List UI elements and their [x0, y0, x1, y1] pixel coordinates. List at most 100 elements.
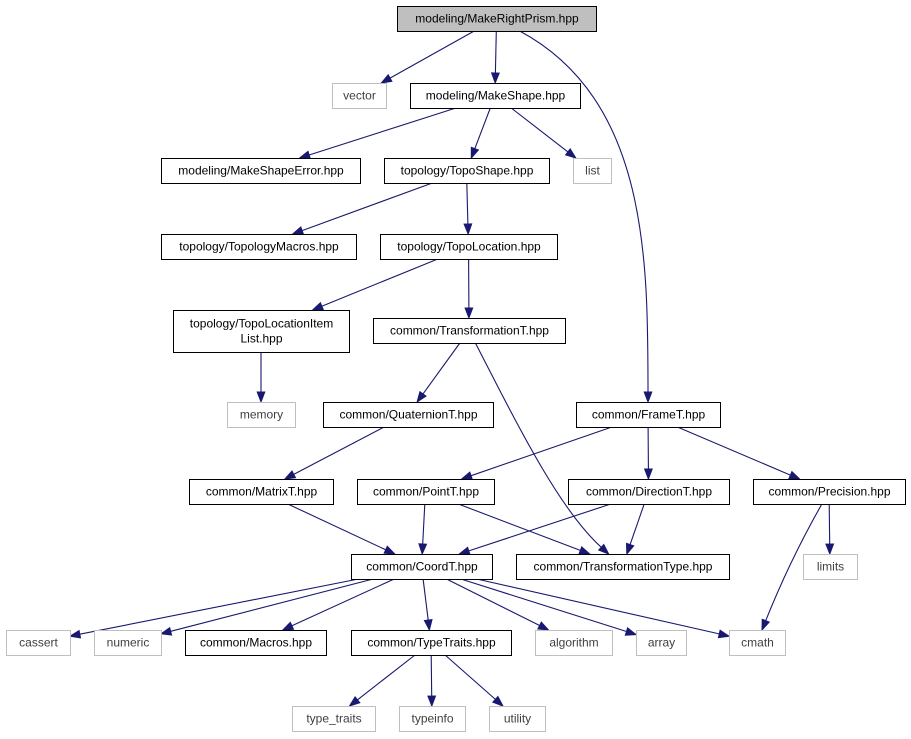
node-macros[interactable]: common/Macros.hpp — [185, 630, 327, 656]
node-topolocation[interactable]: topology/TopoLocation.hpp — [380, 234, 558, 260]
edge-pointt-to-transformationtype — [458, 503, 592, 555]
edge-coordt-to-typetraits — [422, 578, 433, 632]
edge-line — [629, 503, 645, 545]
edge-directiont-to-transformationtype — [625, 503, 645, 556]
edge-line — [357, 654, 416, 701]
arrowhead — [597, 543, 610, 555]
node-label: utility — [504, 712, 531, 726]
edge-line — [446, 578, 540, 626]
arrowhead — [383, 545, 397, 555]
node-list: list — [573, 158, 612, 184]
nodes-layer: modeling/MakeRightPrism.hpp vector modelin… — [6, 6, 906, 732]
node-precision[interactable]: common/Precision.hpp — [753, 479, 906, 505]
node-label: common/QuaternionT.hpp — [339, 408, 477, 422]
edge-line — [476, 578, 720, 635]
edge-framet-to-pointt — [460, 426, 613, 480]
edge-framet-to-precision — [677, 426, 801, 480]
arrowhead — [311, 301, 325, 311]
node-toposhape[interactable]: topology/TopoShape.hpp — [384, 158, 550, 184]
node-numeric: numeric — [94, 630, 162, 656]
node-label: common/PointT.hpp — [373, 485, 479, 499]
arrowhead — [68, 629, 82, 639]
node-label: cmath — [741, 636, 774, 650]
edge-line — [293, 426, 385, 475]
arrowhead — [457, 546, 471, 556]
edge-line — [519, 30, 649, 393]
edge-line — [460, 578, 627, 633]
node-label: common/TypeTraits.hpp — [367, 636, 496, 650]
node-memory: memory — [227, 402, 296, 428]
edge-typetraits-to-utility — [444, 654, 504, 707]
node-typetraits[interactable]: common/TypeTraits.hpp — [351, 630, 512, 656]
node-label: algorithm — [549, 636, 598, 650]
node-box — [516, 554, 730, 580]
node-framet[interactable]: common/FrameT.hpp — [576, 402, 721, 428]
arrowhead — [464, 307, 474, 320]
node-matrixt[interactable]: common/MatrixT.hpp — [189, 479, 334, 505]
edge-line — [430, 654, 433, 697]
edge-line — [170, 578, 374, 632]
node-typeinfo: typeinfo — [399, 706, 466, 732]
node-label: topology/TopoShape.hpp — [401, 164, 534, 178]
edge-makeshape-to-makeshapeerror — [298, 107, 457, 160]
edge-topolocation-to-transformationt — [464, 258, 474, 320]
node-box — [292, 706, 376, 732]
node-box — [410, 83, 581, 109]
node-transformationtype[interactable]: common/TransformationType.hpp — [516, 554, 730, 580]
edge-line — [677, 426, 791, 476]
edge-line — [308, 107, 457, 156]
node-cassert: cassert — [6, 630, 71, 656]
edge-line — [828, 503, 831, 545]
node-label: common/DirectionT.hpp — [586, 485, 712, 499]
node-box — [323, 402, 494, 428]
node-transformationt[interactable]: common/TransformationT.hpp — [373, 318, 566, 344]
edge-framet-to-directiont — [643, 426, 653, 481]
node-label: list — [585, 164, 600, 178]
arrowhead — [256, 391, 266, 404]
node-label: topology/TopologyMacros.hpp — [179, 240, 339, 254]
node-directiont[interactable]: common/DirectionT.hpp — [568, 479, 730, 505]
arrowhead — [423, 619, 433, 632]
edge-topolocation-to-topolocationitemlist — [311, 258, 439, 311]
node-box — [161, 158, 361, 184]
node-type-traits: type_traits — [292, 706, 376, 732]
arrowhead — [348, 696, 361, 707]
arrowhead — [578, 546, 592, 555]
node-box — [380, 234, 558, 260]
node-box — [573, 158, 612, 184]
edge-line — [765, 503, 823, 621]
node-root[interactable]: modeling/MakeRightPrism.hpp — [397, 6, 597, 32]
node-box — [373, 318, 566, 344]
arrowhead — [624, 627, 638, 636]
arrowhead — [825, 543, 835, 556]
edge-typetraits-to-type_traits — [348, 654, 416, 707]
node-label: topology/TopoLocationItem — [190, 317, 333, 331]
edge-toposhape-to-topologymacros — [291, 182, 433, 235]
node-box — [397, 6, 597, 32]
node-makeshapeerror[interactable]: modeling/MakeShapeError.hpp — [161, 158, 361, 184]
node-makeshape[interactable]: modeling/MakeShape.hpp — [410, 83, 581, 109]
node-box — [636, 630, 687, 656]
node-label: topology/TopoLocation.hpp — [397, 240, 541, 254]
node-label: common/Macros.hpp — [200, 636, 312, 650]
node-label: memory — [240, 408, 283, 422]
arrowhead — [298, 150, 311, 160]
node-pointt[interactable]: common/PointT.hpp — [357, 479, 495, 505]
arrowhead — [537, 621, 550, 631]
node-cmath: cmath — [729, 630, 786, 656]
node-vector: vector — [332, 83, 387, 109]
edge-coordt-to-cmath — [476, 578, 731, 639]
node-quaterniont[interactable]: common/QuaternionT.hpp — [323, 402, 494, 428]
edge-line — [470, 426, 613, 477]
edge-line — [422, 342, 461, 395]
edge-transformationt-to-quaterniont — [416, 342, 461, 404]
node-topologymacros[interactable]: topology/TopologyMacros.hpp — [161, 234, 357, 260]
node-coordt[interactable]: common/CoordT.hpp — [351, 554, 493, 580]
arrowhead — [283, 470, 297, 480]
node-box — [351, 630, 512, 656]
node-box — [357, 479, 495, 505]
edge-coordt-to-cassert — [68, 578, 359, 639]
node-box — [227, 402, 296, 428]
